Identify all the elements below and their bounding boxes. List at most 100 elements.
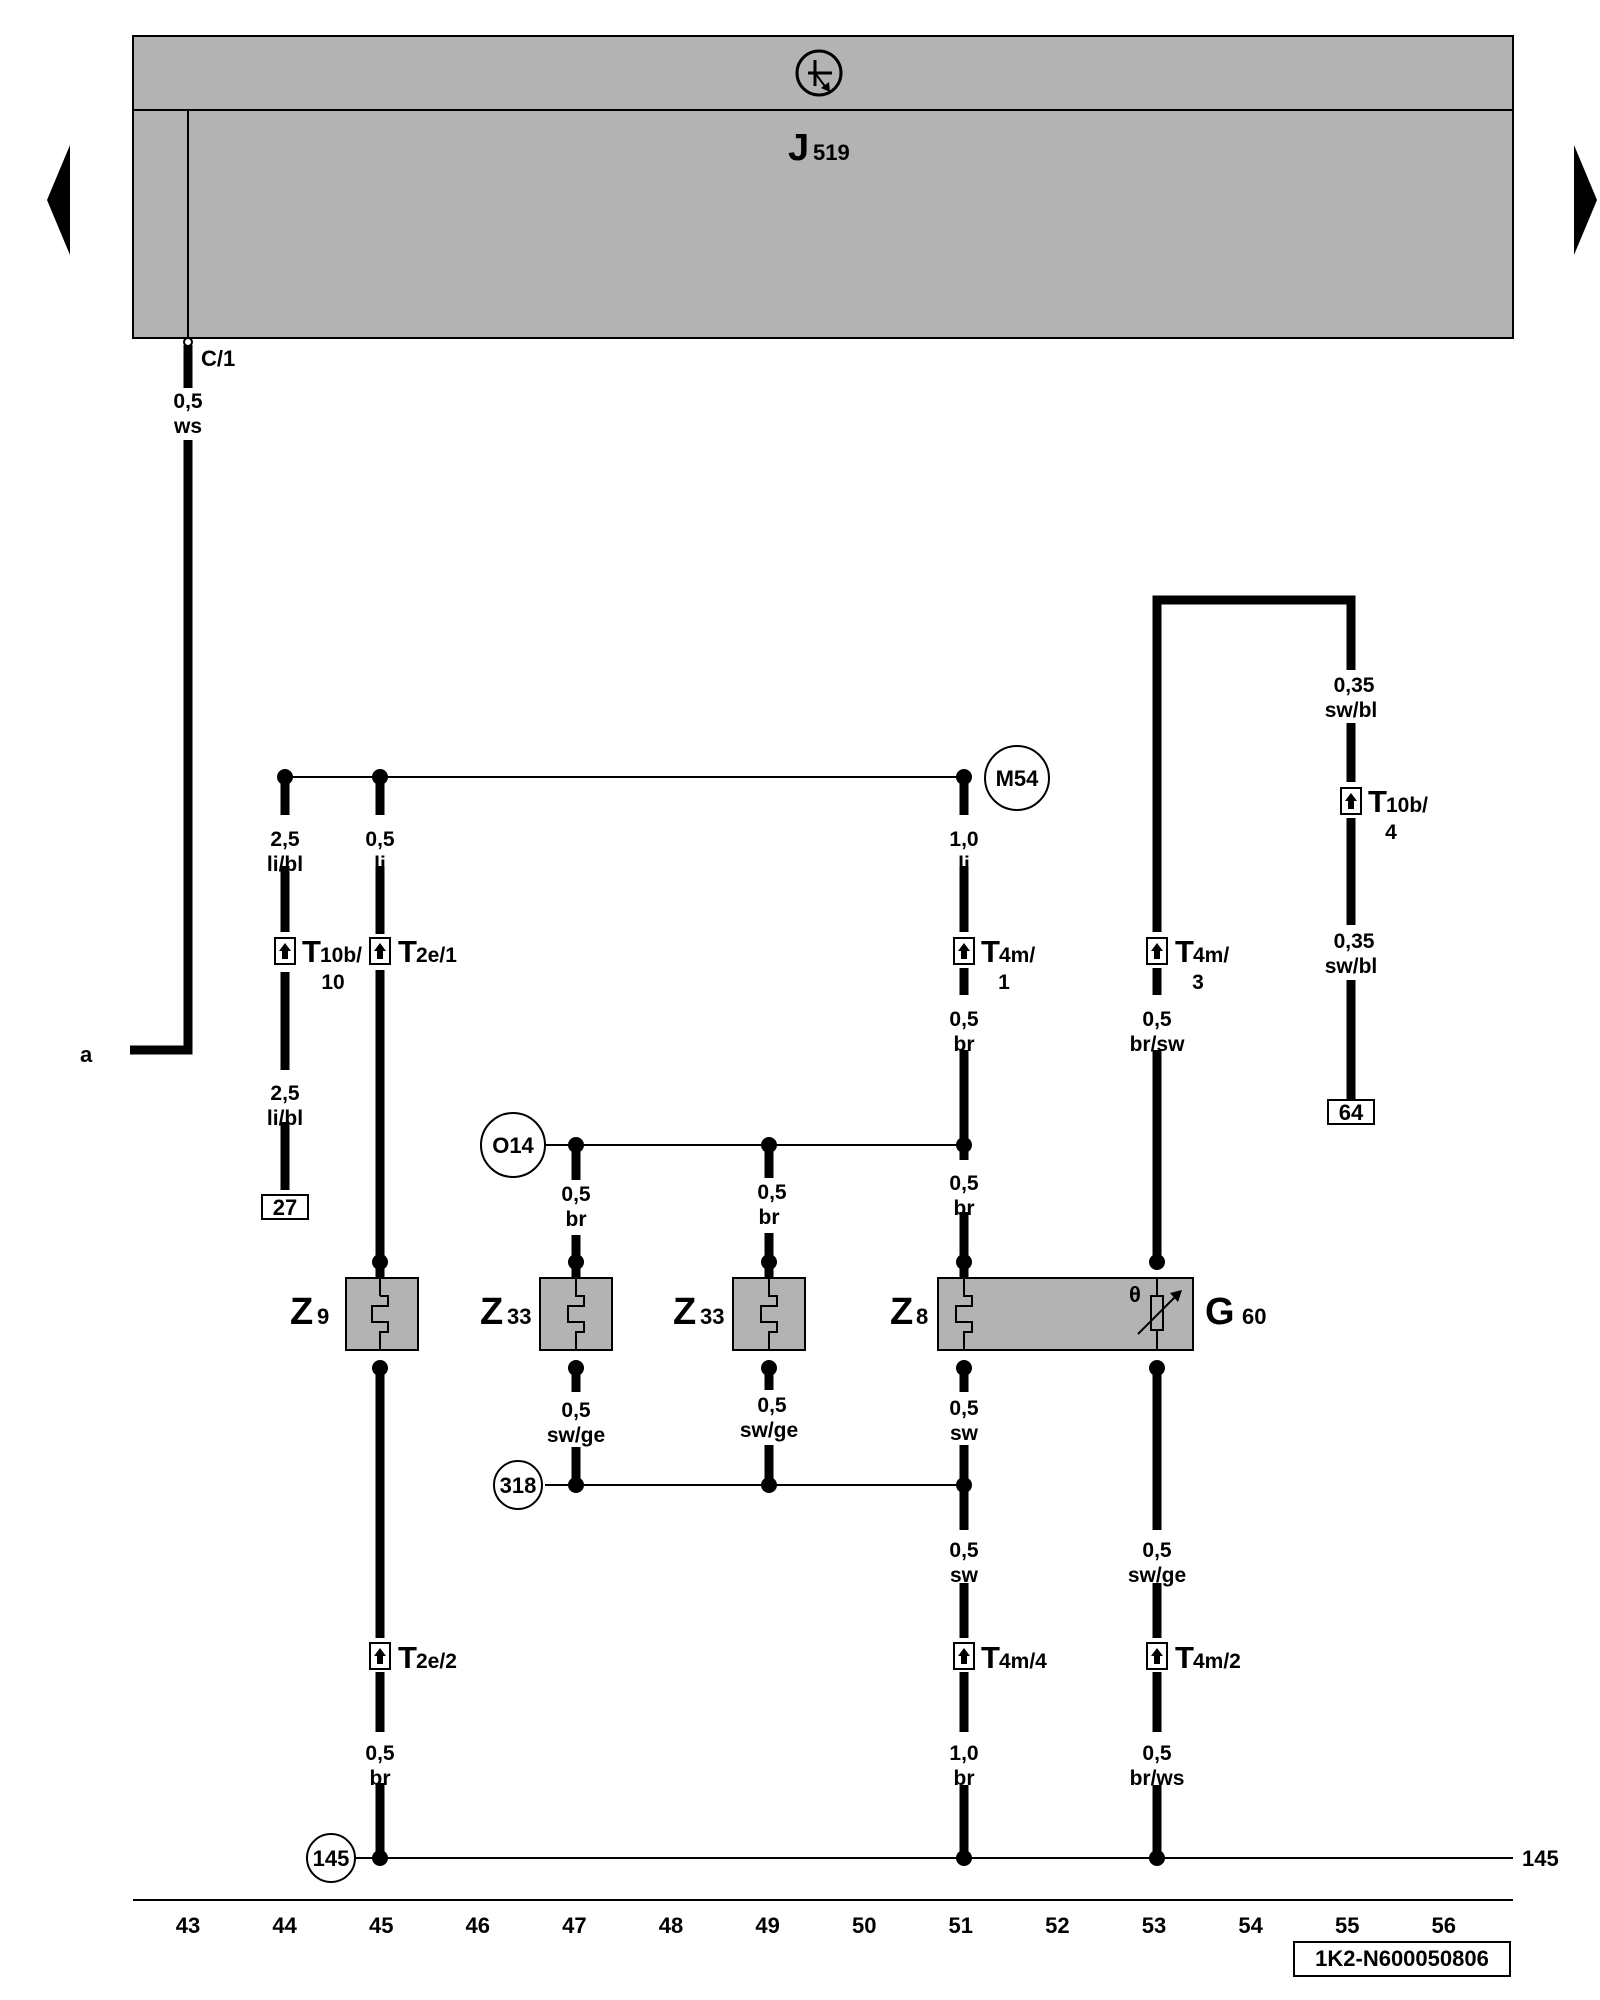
t10b10-pin: 10 bbox=[321, 971, 344, 994]
wire-p51b-size: 0,5 bbox=[949, 1008, 979, 1031]
z33a-letter: Z bbox=[480, 1291, 503, 1333]
wire-p53b-color: sw/ge bbox=[1128, 1564, 1186, 1587]
connector-t4m4-icon bbox=[953, 1642, 975, 1670]
continuation-label-145: 145 bbox=[1522, 1846, 1559, 1871]
reference-box-64[interactable]: 64 bbox=[1327, 1099, 1375, 1125]
t2e1-letter: T bbox=[398, 934, 417, 969]
wire-p55b-color: sw/bl bbox=[1325, 955, 1378, 978]
wire-p47a-color: br bbox=[566, 1208, 587, 1231]
t10b4-pin: 4 bbox=[1385, 821, 1397, 844]
t4m1-letter: T bbox=[981, 934, 1000, 969]
wire-p44b-color: li/bl bbox=[267, 1107, 303, 1130]
wire-p53c-size: 0,5 bbox=[1142, 1742, 1172, 1765]
connector-t10b4-icon bbox=[1340, 787, 1362, 815]
column-number: 44 bbox=[272, 1913, 297, 1938]
column-number: 52 bbox=[1045, 1913, 1069, 1938]
ground-point-318[interactable]: 318 bbox=[493, 1460, 543, 1510]
wire-p53b-size: 0,5 bbox=[1142, 1539, 1172, 1562]
heater-z33-b[interactable] bbox=[732, 1277, 806, 1351]
connector-labels: T 10b/ 10 T 2e/1 T 4m/ 1 T 4m/ 3 T 10b/ … bbox=[302, 784, 1428, 1675]
ground-point-m54[interactable]: M54 bbox=[984, 745, 1050, 811]
wire-p49a-size: 0,5 bbox=[757, 1181, 787, 1204]
g60-number: 60 bbox=[1242, 1304, 1266, 1329]
wire-c1-size: 0,5 bbox=[173, 390, 203, 413]
z9-letter: Z bbox=[290, 1291, 313, 1333]
wire-p44b-size: 2,5 bbox=[270, 1082, 300, 1105]
ground-point-145[interactable]: 145 bbox=[306, 1833, 356, 1883]
sensor-symbol-label: θ bbox=[1129, 1282, 1141, 1307]
column-number: 45 bbox=[369, 1913, 393, 1938]
t4m2-sub: 4m/2 bbox=[1193, 1650, 1241, 1673]
t10b4-sub: 10b/ bbox=[1386, 794, 1428, 817]
control-unit-number: 519 bbox=[813, 140, 850, 165]
wire-p45b-size: 0,5 bbox=[365, 1742, 395, 1765]
wire-p55a-color: sw/bl bbox=[1325, 699, 1378, 722]
wire-p44a-size: 2,5 bbox=[270, 828, 300, 851]
reference-box-27[interactable]: 27 bbox=[261, 1194, 309, 1220]
heater-z8-sensor-g60[interactable] bbox=[937, 1277, 1194, 1351]
z8-letter: Z bbox=[890, 1291, 913, 1333]
component-labels: Z 9 Z 33 Z 33 Z 8 G 60 bbox=[290, 1291, 1266, 1333]
wire-p45b-color: br bbox=[370, 1767, 391, 1790]
ground-point-145-label: 145 bbox=[313, 1846, 350, 1871]
wire-p49b-size: 0,5 bbox=[757, 1394, 787, 1417]
column-number: 48 bbox=[659, 1913, 683, 1938]
ground-point-318-label: 318 bbox=[500, 1473, 537, 1498]
wire-p45a-color: li bbox=[374, 853, 386, 876]
t2e2-letter: T bbox=[398, 1640, 417, 1675]
wire-labels: 0,5 ws 2,5 li/bl 2,5 li/bl 0,5 li 0,5 br… bbox=[173, 390, 1377, 1790]
next-page-arrow-icon[interactable] bbox=[1574, 145, 1597, 255]
wire-p51d-color: sw bbox=[950, 1422, 979, 1445]
wire-p45a-size: 0,5 bbox=[365, 828, 395, 851]
wire-p51f-color: br bbox=[954, 1767, 975, 1790]
wire-p51b-color: br bbox=[954, 1033, 975, 1056]
wire-group bbox=[130, 345, 1356, 1858]
t10b10-letter: T bbox=[302, 934, 321, 969]
column-number: 47 bbox=[562, 1913, 586, 1938]
t4m4-sub: 4m/4 bbox=[999, 1650, 1047, 1673]
wire-p49a-color: br bbox=[759, 1206, 780, 1229]
connector-t4m2-icon bbox=[1146, 1642, 1168, 1670]
ground-point-o14[interactable]: O14 bbox=[480, 1112, 546, 1178]
connector-symbols bbox=[274, 787, 1362, 1670]
heater-z9[interactable] bbox=[345, 1277, 419, 1351]
reference-27-label: 27 bbox=[273, 1195, 297, 1220]
connector-t4m1-icon bbox=[953, 937, 975, 965]
wire-p47b-size: 0,5 bbox=[561, 1399, 591, 1422]
wire-p51e-color: sw bbox=[950, 1564, 979, 1587]
t4m4-letter: T bbox=[981, 1640, 1000, 1675]
connector-t2e2-icon bbox=[369, 1642, 391, 1670]
g60-letter: G bbox=[1205, 1291, 1235, 1333]
t10b10-sub: 10b/ bbox=[320, 944, 362, 967]
t10b4-letter: T bbox=[1368, 784, 1387, 819]
t4m2-letter: T bbox=[1175, 1640, 1194, 1675]
t2e1-sub: 2e/1 bbox=[416, 944, 457, 967]
connector-t4m3-icon bbox=[1146, 937, 1168, 965]
wire-p51c-size: 0,5 bbox=[949, 1172, 979, 1195]
heater-z33-a[interactable] bbox=[539, 1277, 613, 1351]
wire-p55b-size: 0,35 bbox=[1334, 930, 1375, 953]
connector-t10b10-icon bbox=[274, 937, 296, 965]
z8-number: 8 bbox=[916, 1304, 928, 1329]
z9-number: 9 bbox=[317, 1304, 329, 1329]
wire-p53c-color: br/ws bbox=[1130, 1767, 1185, 1790]
column-number: 49 bbox=[755, 1913, 779, 1938]
ground-point-m54-label: M54 bbox=[996, 766, 1040, 791]
connector-t2e1-icon bbox=[369, 937, 391, 965]
wire-p44a-color: li/bl bbox=[267, 853, 303, 876]
wire-p51c-color: br bbox=[954, 1197, 975, 1220]
wire-p53a-color: br/sw bbox=[1130, 1033, 1186, 1056]
wire-p51f-size: 1,0 bbox=[949, 1742, 978, 1765]
column-number: 43 bbox=[176, 1913, 200, 1938]
junction-dots bbox=[277, 769, 1165, 1866]
wire-p51e-size: 0,5 bbox=[949, 1539, 979, 1562]
transistor-symbol-icon bbox=[795, 49, 843, 97]
t2e2-sub: 2e/2 bbox=[416, 1650, 457, 1673]
prev-page-arrow-icon[interactable] bbox=[47, 145, 70, 255]
z33b-letter: Z bbox=[673, 1291, 696, 1333]
control-unit-j519[interactable] bbox=[132, 35, 1514, 339]
wire-p47b-color: sw/ge bbox=[547, 1424, 605, 1447]
column-number: 55 bbox=[1335, 1913, 1359, 1938]
